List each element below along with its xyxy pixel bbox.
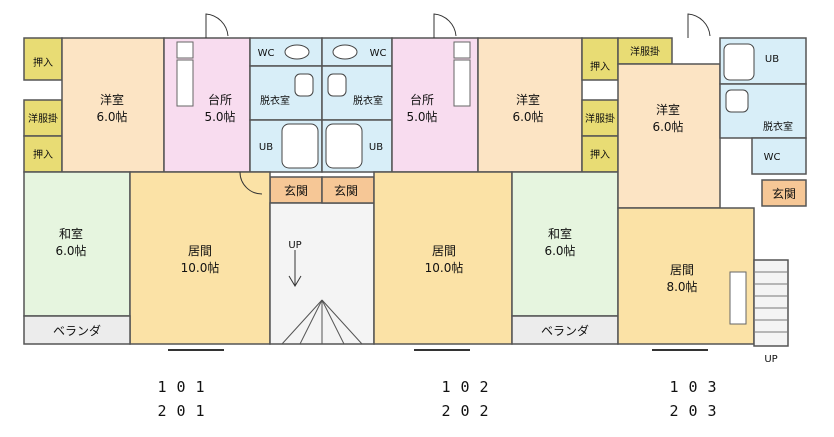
label-101-dressing: 脱衣室	[260, 94, 290, 107]
label-101-japanese-size: 6.0帖	[55, 243, 86, 258]
label-101-kitchen-size: 5.0帖	[204, 109, 235, 124]
label-101-kitchen-name: 台所	[208, 92, 232, 107]
toilet-101-icon	[284, 44, 310, 60]
veranda-101	[23, 315, 131, 345]
label-101-closet2: 洋服掛	[28, 112, 58, 125]
label-102-entrance: 玄関	[334, 183, 358, 198]
closet-102-a	[581, 37, 619, 81]
door-103-top	[687, 13, 711, 38]
label-102-japanese-name: 和室	[548, 226, 572, 241]
living-101	[129, 171, 271, 345]
label-103-living-name: 居間	[670, 263, 694, 277]
label-103-wc: WC	[764, 152, 781, 163]
label-101-western-name: 洋室	[100, 92, 124, 107]
western-room-101	[61, 37, 165, 173]
unit-label-col2-bottom: 202	[441, 402, 498, 420]
washbasin-101-icon	[294, 73, 314, 97]
unit-label-col2-top: 102	[441, 378, 498, 396]
unit-101	[23, 13, 323, 351]
entrance-102	[321, 176, 375, 204]
label-102-ub: UB	[369, 142, 383, 153]
label-102-kitchen-size: 5.0帖	[406, 109, 437, 124]
unit-103	[617, 13, 807, 351]
unit-label-col1-top: 101	[157, 378, 214, 396]
label-103-wardrobe: 洋服掛	[630, 45, 660, 58]
bathtub-102-icon	[325, 123, 363, 169]
wardrobe-102	[581, 99, 619, 137]
bathtub-103-icon	[723, 43, 755, 81]
label-102-western-size: 6.0帖	[512, 109, 543, 124]
label-101-closet3: 押入	[33, 148, 53, 161]
stairs-103	[753, 259, 789, 347]
unit-label-col3-bottom: 203	[669, 402, 726, 420]
door-102-top	[433, 13, 457, 38]
label-101-entrance: 玄関	[284, 183, 308, 198]
toilet-102-icon	[332, 44, 358, 60]
label-102-closet3: 押入	[590, 148, 610, 161]
sink-101	[176, 59, 194, 107]
door-101-top	[205, 13, 229, 38]
label-stairs-up: UP	[288, 240, 301, 251]
label-103-entrance: 玄関	[772, 186, 796, 201]
label-102-closet1: 押入	[590, 60, 610, 73]
label-103-western-name: 洋室	[656, 102, 680, 117]
center-stairs	[269, 202, 375, 345]
label-101-closet1: 押入	[33, 56, 53, 69]
label-101-ub: UB	[259, 142, 273, 153]
label-102-living-name: 居間	[432, 244, 456, 258]
label-102-western-name: 洋室	[516, 92, 540, 107]
stove-102	[453, 41, 471, 59]
label-103-ub: UB	[765, 54, 779, 65]
washbasin-102-icon	[327, 73, 347, 97]
label-101-japanese-name: 和室	[59, 226, 83, 241]
entrance-103	[761, 179, 807, 207]
washbasin-103-icon	[725, 89, 749, 113]
door-101-living	[239, 171, 263, 195]
label-103-dressing: 脱衣室	[763, 120, 793, 133]
label-102-veranda: ベランダ	[541, 323, 589, 338]
label-102-japanese-size: 6.0帖	[544, 243, 575, 258]
label-103-living-size: 8.0帖	[666, 279, 697, 294]
sink-102	[453, 59, 471, 107]
stove-101	[176, 41, 194, 59]
label-102-closet2: 洋服掛	[585, 112, 615, 125]
unit-102	[321, 13, 619, 351]
western-room-103	[617, 63, 721, 209]
unit-label-col3-top: 103	[669, 378, 726, 396]
veranda-102	[511, 315, 619, 345]
unit-label-col1-bottom: 201	[157, 402, 214, 420]
label-101-western-size: 6.0帖	[96, 109, 127, 124]
label-103-western-size: 6.0帖	[652, 119, 683, 134]
label-102-dressing: 脱衣室	[353, 94, 383, 107]
label-101-living-size: 10.0帖	[181, 260, 220, 275]
label-101-living-name: 居間	[188, 244, 212, 258]
stairs-arrowhead	[288, 275, 302, 287]
wc-103	[751, 137, 807, 175]
label-103-stairs-up: UP	[764, 354, 777, 365]
label-101-wc: WC	[258, 48, 275, 59]
japanese-room-102	[511, 171, 619, 317]
closet-101-a	[23, 37, 63, 81]
western-room-102	[477, 37, 583, 173]
sink-103	[729, 271, 747, 325]
label-101-veranda: ベランダ	[53, 323, 101, 338]
living-102	[373, 171, 513, 345]
japanese-room-101	[23, 171, 131, 317]
label-102-living-size: 10.0帖	[425, 260, 464, 275]
label-102-kitchen-name: 台所	[410, 92, 434, 107]
label-102-wc: WC	[370, 48, 387, 59]
bathtub-101-icon	[281, 123, 319, 169]
